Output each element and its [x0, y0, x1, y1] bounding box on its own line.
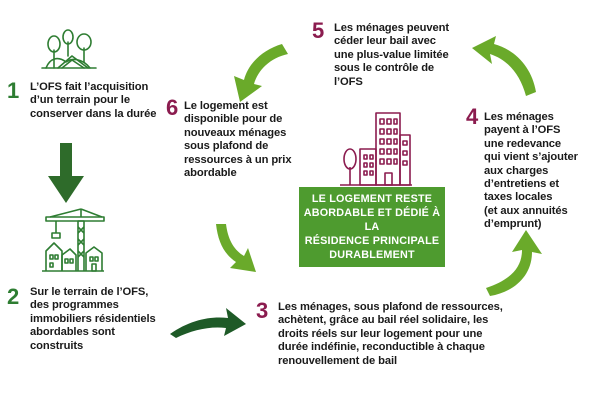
step-4-text: Les ménages payent à l’OFS une redevance…: [484, 111, 578, 231]
step-6-text: Le logement est disponible pour de nouve…: [184, 100, 292, 180]
arrow-3-to-4: [486, 230, 542, 296]
step-6-number: 6: [166, 95, 179, 120]
step-3-number: 3: [256, 298, 269, 323]
step-4-number: 4: [466, 104, 479, 129]
step-2-number: 2: [7, 284, 20, 309]
landscape-icon: [41, 29, 97, 69]
center-message-box: LE LOGEMENT RESTE ABORDABLE ET DÉDIÉ À L…: [299, 187, 445, 267]
buildings-icon: [340, 112, 412, 186]
arrow-1-to-2: [48, 143, 84, 203]
arrow-2-to-3: [170, 308, 246, 338]
arrow-5-to-6: [234, 44, 288, 102]
step-1-text: L’OFS fait l’acquisition d’un terrain po…: [30, 81, 157, 120]
step-1-number: 1: [7, 78, 20, 103]
step-5-text: Les ménages peuvent céder leur bail avec…: [334, 22, 449, 88]
step-5-number: 5: [312, 18, 325, 43]
arrow-6-to-3: [216, 224, 256, 272]
step-2-text: Sur le terrain de l’OFS, des programmes …: [30, 286, 156, 352]
arrow-4-to-5: [472, 36, 536, 96]
step-3-text: Les ménages, sous plafond de ressources,…: [278, 301, 503, 367]
construction-crane-icon: [42, 208, 105, 272]
center-message: LE LOGEMENT RESTE ABORDABLE ET DÉDIÉ À L…: [303, 193, 441, 261]
